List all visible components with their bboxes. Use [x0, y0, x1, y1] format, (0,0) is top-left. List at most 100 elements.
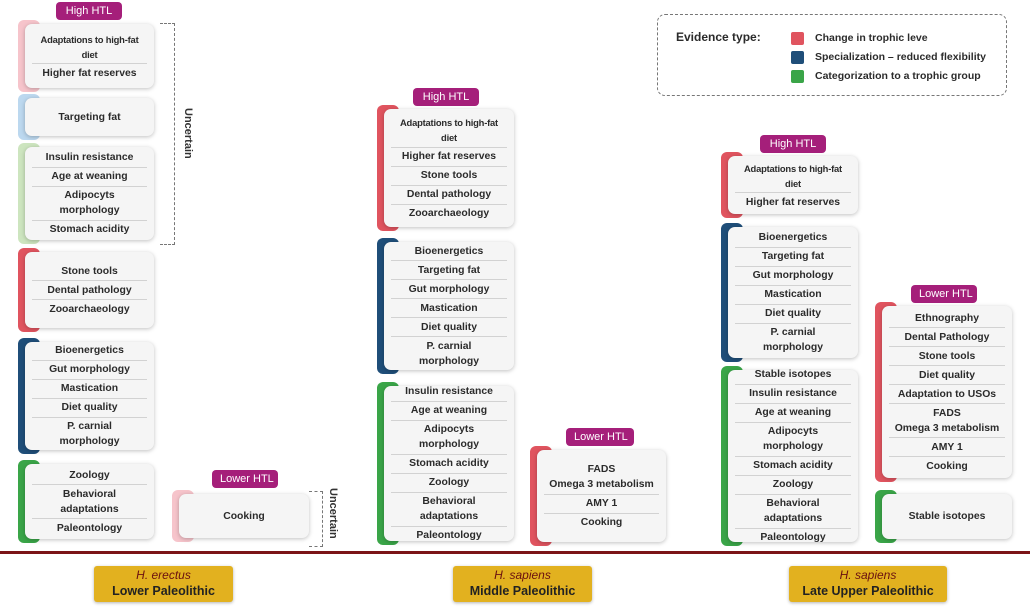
evidence-item: AMY 1: [889, 438, 1005, 457]
evidence-item: Targeting fat: [391, 261, 507, 280]
evidence-item: Diet quality: [735, 305, 851, 324]
evidence-item: Behavioral adaptations: [735, 495, 851, 529]
evidence-item: Adaptations to high-fat diet: [32, 30, 147, 64]
period-species: H. sapiens: [494, 568, 551, 582]
uncertain-label: Uncertain: [182, 108, 194, 159]
evidence-item: FADS Omega 3 metabolism: [889, 404, 1005, 438]
evidence-item: Gut morphology: [391, 280, 507, 299]
evidence-item: Stone tools: [889, 347, 1005, 366]
legend-item-change: Change in trophic leve: [791, 30, 928, 46]
uncertain-bracket-low: [309, 491, 323, 547]
period-label-late-upper-paleolithic: H. sapiens Late Upper Paleolithic: [789, 566, 947, 602]
erectus-group-2: Targeting fat: [18, 94, 154, 140]
evidence-card: Targeting fat: [25, 98, 154, 136]
evidence-item: Dental pathology: [32, 281, 147, 300]
evidence-item: Age at weaning: [391, 402, 507, 421]
evidence-item: Gut morphology: [735, 267, 851, 286]
evidence-item: Insulin resistance: [735, 385, 851, 404]
period-name: Late Upper Paleolithic: [802, 584, 934, 598]
legend-swatch-change: [791, 31, 804, 45]
evidence-item: Paleontology: [56, 522, 123, 534]
evidence-item: Higher fat reserves: [391, 148, 507, 167]
legend-title: Evidence type:: [676, 30, 761, 44]
evidence-item: Stable isotopes: [735, 366, 851, 385]
evidence-item: Diet quality: [32, 399, 147, 418]
evidence-item: P. carnial morphology: [762, 327, 823, 353]
evidence-item: Dental Pathology: [889, 328, 1005, 347]
evidence-item: Adaptation to USOs: [889, 385, 1005, 404]
evidence-item: Mastication: [735, 286, 851, 305]
badge-erectus-lower-htl: Lower HTL: [212, 470, 278, 488]
legend-swatch-categorization: [791, 69, 804, 83]
legend-item-specialization: Specialization – reduced flexibility: [791, 49, 986, 65]
evidence-item: Stable isotopes: [908, 511, 986, 522]
evidence-item: Behavioral adaptations: [391, 493, 507, 527]
evidence-item: Targeting fat: [735, 248, 851, 267]
evidence-item: Zooarchaeology: [408, 208, 490, 219]
evidence-item: Stomach acidity: [391, 455, 507, 474]
uncertain-label-low: Uncertain: [327, 488, 339, 539]
evidence-item: AMY 1: [544, 495, 659, 514]
evidence-item: Paleontology: [416, 530, 482, 541]
evidence-item: Age at weaning: [32, 168, 147, 187]
evidence-item: Bioenergetics: [735, 229, 851, 248]
evidence-item: Adaptations to high-fat diet: [735, 159, 851, 193]
badge-middle-lower-htl: Lower HTL: [566, 428, 634, 446]
period-label-middle-paleolithic: H. sapiens Middle Paleolithic: [453, 566, 592, 602]
legend-swatch-specialization: [791, 50, 804, 64]
evidence-item: Zooarchaeology: [49, 303, 130, 315]
period-name: Middle Paleolithic: [469, 584, 576, 598]
evidence-item: Zoology: [391, 474, 507, 493]
badge-middle-high-htl: High HTL: [413, 88, 479, 106]
evidence-item: Adaptations to high-fat diet: [391, 114, 507, 148]
period-species: H. sapiens: [839, 568, 897, 582]
evidence-item: P. carnial morphology: [59, 421, 120, 447]
evidence-item: Zoology: [735, 476, 851, 495]
period-name: Lower Paleolithic: [112, 584, 215, 598]
evidence-item: Age at weaning: [735, 404, 851, 423]
evidence-item: Higher fat reserves: [745, 196, 841, 208]
legend-item-categorization: Categorization to a trophic group: [791, 68, 981, 84]
evidence-item: FADS Omega 3 metabolism: [544, 461, 659, 495]
evidence-item: Dental pathology: [391, 186, 507, 205]
period-label-lower-paleolithic: H. erectus Lower Paleolithic: [94, 566, 233, 602]
evidence-item: Stomach acidity: [735, 457, 851, 476]
evidence-item: Insulin resistance: [391, 383, 507, 402]
evidence-card: Cooking: [179, 494, 309, 538]
evidence-item: Insulin resistance: [32, 149, 147, 168]
evidence-item: Bioenergetics: [32, 342, 147, 361]
evidence-item: Gut morphology: [32, 361, 147, 380]
evidence-item: Bioenergetics: [391, 242, 507, 261]
badge-late-lower-htl: Lower HTL: [911, 285, 977, 303]
legend-label-change: Change in trophic leve: [815, 32, 928, 44]
legend-label-categorization: Categorization to a trophic group: [815, 70, 981, 82]
evidence-item: Adipocyts morphology: [391, 421, 507, 455]
legend-label-specialization: Specialization – reduced flexibility: [815, 51, 986, 63]
badge-erectus-high-htl: High HTL: [56, 2, 122, 20]
evidence-item: Adipocyts morphology: [32, 187, 147, 221]
legend-box: Evidence type: Change in trophic leve Sp…: [657, 14, 1007, 96]
evidence-item: P. carnial morphology: [418, 340, 479, 367]
evidence-card: Stable isotopes: [882, 494, 1012, 539]
evidence-item: Paleontology: [760, 532, 826, 543]
badge-late-high-htl: High HTL: [760, 135, 826, 153]
